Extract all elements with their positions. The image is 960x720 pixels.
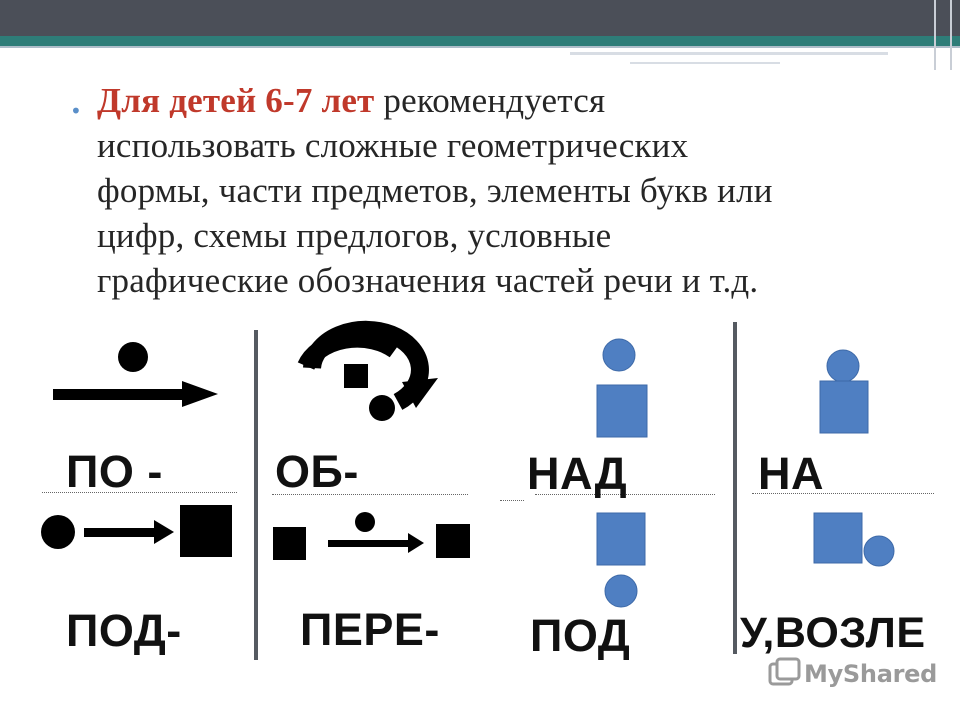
bullet-marker: • <box>70 99 82 123</box>
paragraph-line-5: графические обозначения частей речи и т.… <box>97 261 759 300</box>
slide-paragraph: Для детей 6-7 лет рекомендуется использо… <box>97 78 917 303</box>
paragraph-line-2: использовать сложные геометрических <box>97 126 689 165</box>
scheme-pere <box>273 512 470 560</box>
arrow-head <box>182 381 218 407</box>
watermark-brand: MyShared <box>804 660 937 688</box>
label-u-vozle: У,ВОЗЛЕ <box>740 609 926 657</box>
label-na: НА <box>758 448 824 499</box>
dotted-baseline <box>535 494 715 495</box>
dot-shape <box>41 515 75 549</box>
blue-square <box>813 512 863 564</box>
dot-shape <box>118 342 148 372</box>
slide-top-bar <box>0 0 960 36</box>
label-nad: НАД <box>527 448 628 499</box>
column-separator <box>254 330 258 660</box>
blue-circle <box>602 338 636 372</box>
scheme-u-vozle <box>813 512 895 567</box>
paragraph-line-1: рекомендуется <box>374 81 606 120</box>
scheme-pod-mid <box>596 512 646 608</box>
label-pod-mid: ПОД <box>530 610 631 661</box>
myshared-logo-icon <box>768 657 801 686</box>
scheme-po <box>53 342 218 407</box>
scheme-nad <box>596 338 648 438</box>
label-ob: ОБ- <box>275 446 359 497</box>
decorative-stripe <box>0 46 960 48</box>
decorative-edge-lines <box>934 0 952 70</box>
column-separator <box>733 322 737 654</box>
label-pere: ПЕРЕ- <box>300 604 440 655</box>
dotted-baseline <box>500 500 524 501</box>
scheme-na <box>819 349 869 434</box>
square-shape <box>273 527 306 560</box>
blue-circle <box>826 349 860 383</box>
label-pod-left: ПОД- <box>66 605 182 656</box>
label-po: ПО - <box>66 446 163 497</box>
arrow-shaft <box>53 389 186 400</box>
square-shape <box>180 505 232 557</box>
arrow-shaft <box>84 528 160 537</box>
blue-circle <box>863 535 895 567</box>
arrow-shaft <box>328 540 412 547</box>
decorative-stripe <box>630 62 780 64</box>
highlight-age: Для детей 6-7 лет <box>97 81 375 120</box>
dotted-baseline <box>42 492 237 493</box>
blue-square <box>596 512 646 566</box>
paragraph-line-4: цифр, схемы предлогов, условные <box>97 216 612 255</box>
blue-circle <box>604 574 638 608</box>
arrow-head <box>408 533 424 553</box>
circular-arrow-arc-top <box>297 329 401 371</box>
dot-shape <box>355 512 375 532</box>
circular-arrow-head <box>402 378 438 408</box>
slide-accent-band <box>0 36 960 46</box>
scheme-ob <box>297 320 438 421</box>
blue-square <box>596 384 648 438</box>
scheme-pod-left <box>41 505 232 557</box>
dotted-baseline <box>752 493 934 494</box>
decorative-stripe <box>570 52 888 55</box>
square-shape <box>436 524 470 558</box>
arrow-head <box>154 520 174 544</box>
dot-shape <box>369 395 395 421</box>
dotted-baseline <box>272 494 468 495</box>
paragraph-line-3: формы, части предметов, элементы букв ил… <box>97 171 773 210</box>
blue-square <box>819 380 869 434</box>
square-shape <box>344 364 368 388</box>
